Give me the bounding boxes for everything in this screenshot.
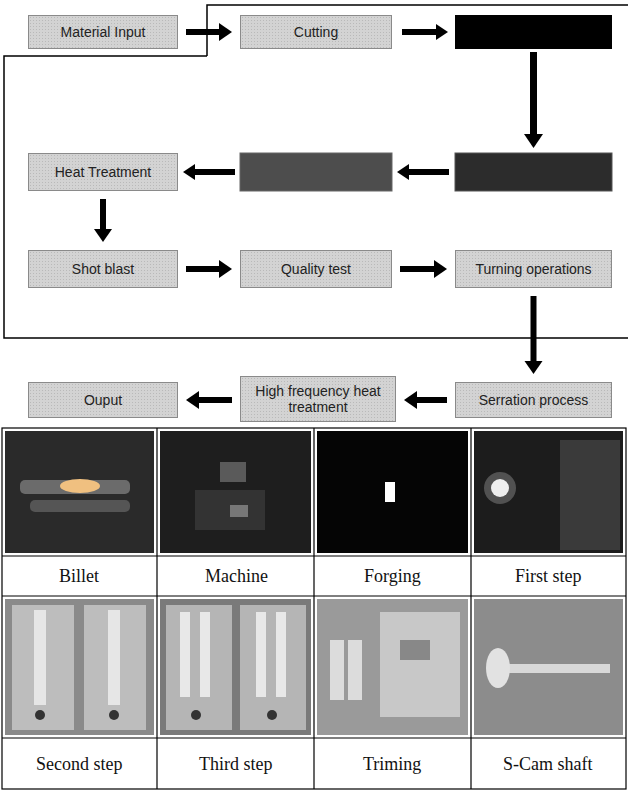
flow-arrow <box>186 23 232 41</box>
process-box: Shot blast <box>28 250 178 288</box>
flow-arrow <box>404 391 447 409</box>
photo-caption: Triming <box>360 754 424 775</box>
second-step-die-photo <box>5 599 154 735</box>
process-box: Cutting <box>240 15 392 49</box>
process-label: Serration process <box>475 392 593 408</box>
photo-table-grid <box>2 428 626 789</box>
photo-caption: Forging <box>361 566 424 587</box>
first-step-photo <box>474 431 623 553</box>
process-label: Ouput <box>80 392 126 408</box>
process-label: High frequency heat treatment <box>241 383 395 415</box>
process-label: Cutting <box>290 24 342 40</box>
machine-photo <box>160 431 311 553</box>
process-label: Quality test <box>277 261 355 277</box>
forging-photo <box>317 431 468 553</box>
process-box: Material Input <box>28 15 178 49</box>
flow-arrow <box>525 296 543 374</box>
flow-arrow <box>186 260 232 278</box>
process-box: Heat Treatment <box>28 153 178 191</box>
flow-arrow <box>400 260 447 278</box>
photo-caption: Machine <box>202 566 271 587</box>
s-cam-shaft-photo <box>474 599 623 735</box>
flow-arrow <box>94 199 112 242</box>
process-label: Material Input <box>57 24 150 40</box>
trimming-photo <box>317 599 468 735</box>
process-box: High frequency heat treatment <box>240 376 396 422</box>
photo-caption: Billet <box>56 566 102 587</box>
billet-photo <box>5 431 154 553</box>
dark-process-box <box>240 153 392 191</box>
flow-arrow <box>186 391 232 409</box>
dark-process-box <box>455 153 612 191</box>
photo-caption: Second step <box>33 754 125 775</box>
process-box: Quality test <box>240 250 392 288</box>
photo-caption: First step <box>512 566 585 587</box>
process-box: Turning operations <box>455 250 612 288</box>
process-label: Turning operations <box>471 261 595 277</box>
photo-caption: S-Cam shaft <box>500 754 596 775</box>
process-label: Shot blast <box>68 261 138 277</box>
photo-caption: Third step <box>196 754 276 775</box>
process-box: Serration process <box>455 382 612 418</box>
dark-process-box <box>455 15 612 49</box>
process-label: Heat Treatment <box>51 164 156 180</box>
process-box: Ouput <box>28 382 178 418</box>
third-step-die-photo <box>160 599 311 735</box>
group-bracket <box>4 5 628 338</box>
